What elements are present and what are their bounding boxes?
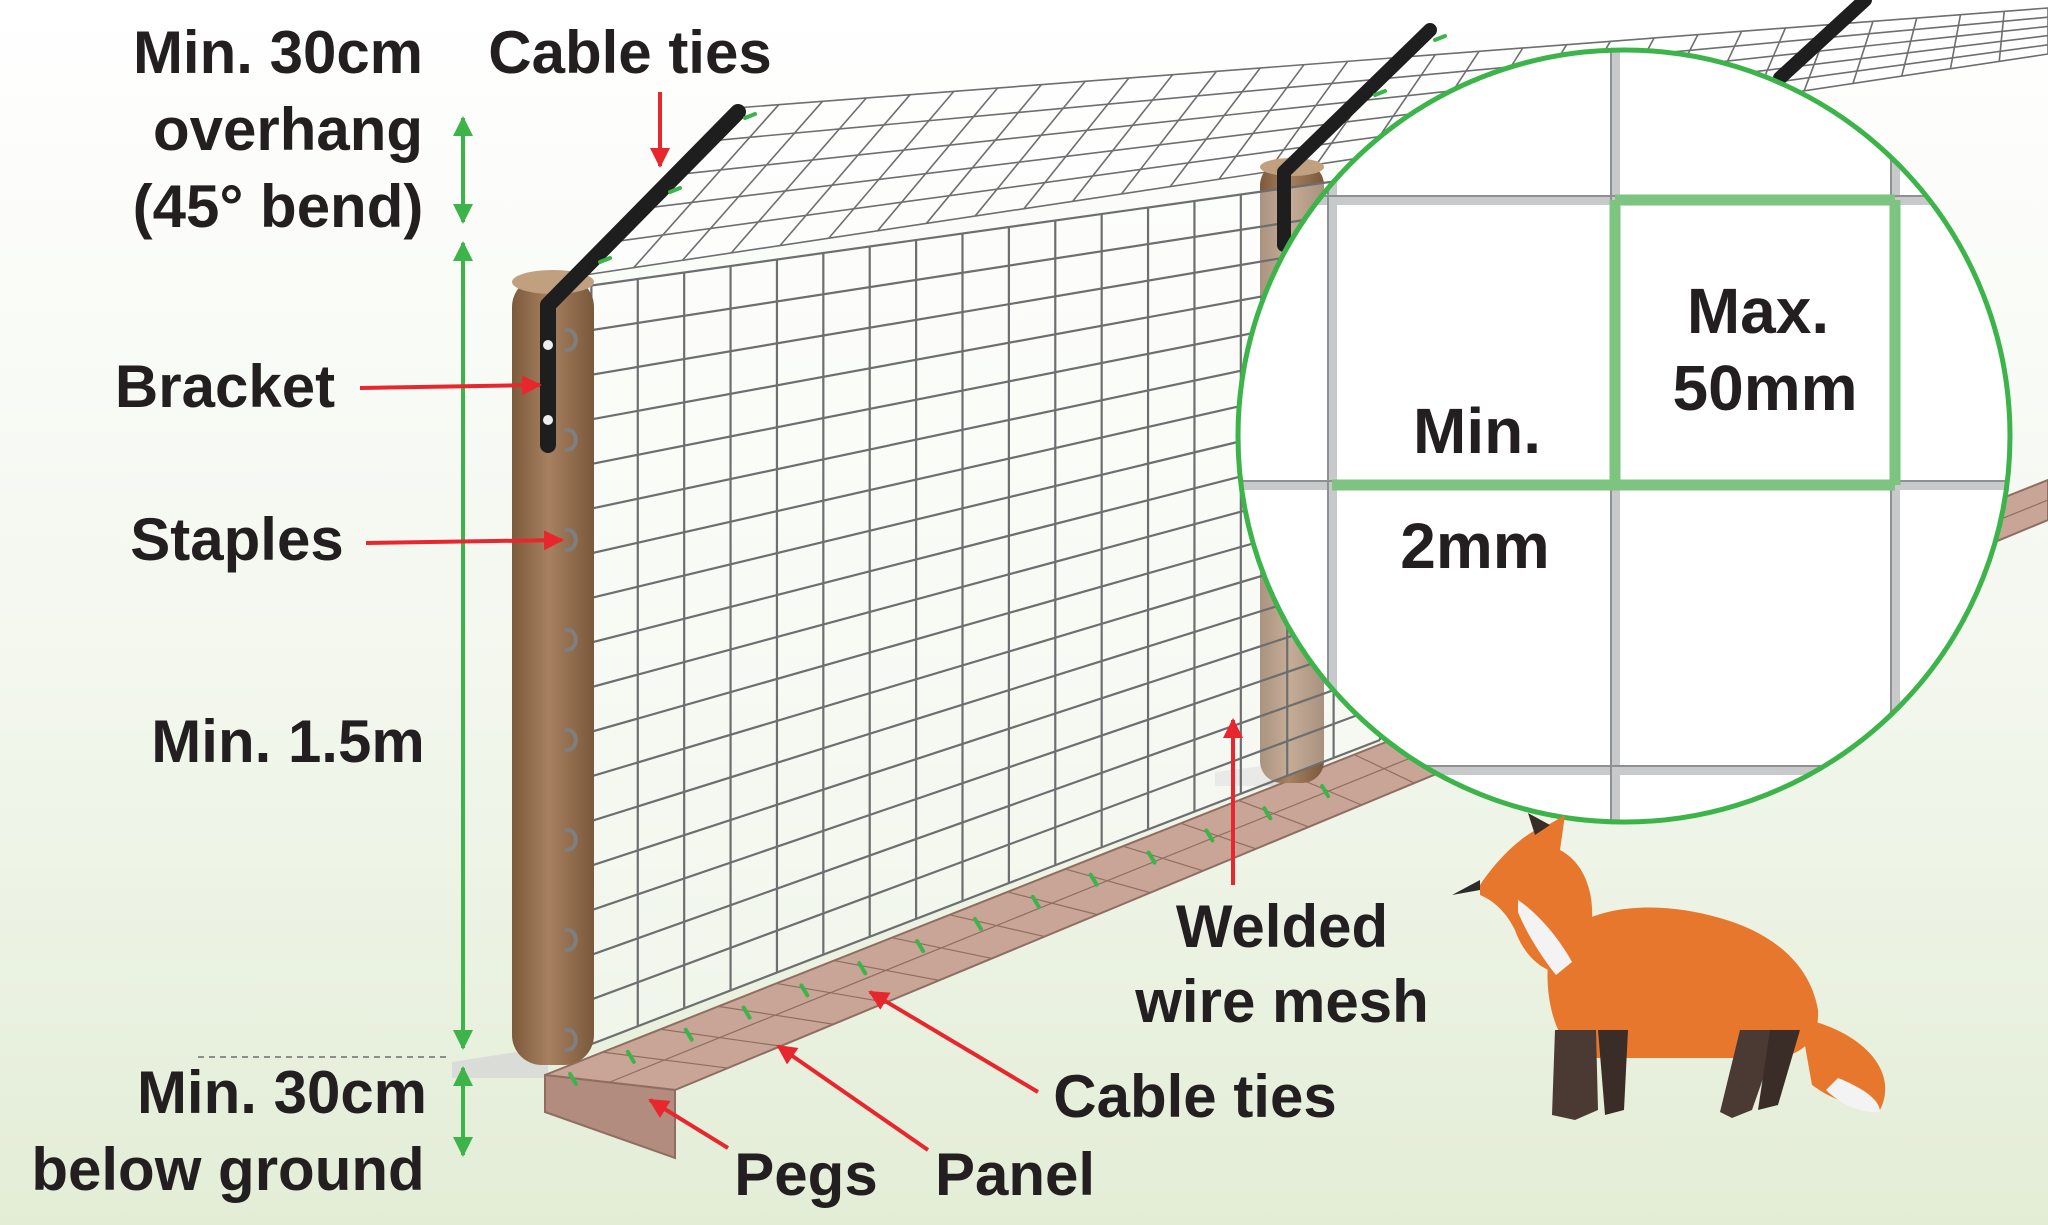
cable-tie [915,939,926,954]
callout-arrows [359,92,1243,1152]
overhang-cross-wire [1949,14,1962,69]
cable-tie [568,1072,578,1086]
cable-ties-top-label: Cable ties [488,19,771,86]
mesh-horizontal-wire [544,240,1381,384]
mesh-horizontal-wire [544,738,1381,1064]
cable-tie [743,112,757,120]
inset-highlight-cell [1332,194,1901,491]
overhang-cross-wire [1072,74,1174,202]
mesh-horizontal-wire [544,639,1381,928]
mesh-horizontal-wire [544,207,1381,339]
staple [564,427,578,452]
cable-tie [598,256,612,264]
cable-tie [799,983,810,998]
panel-cross-wire [544,1074,676,1091]
below-ground-label-1: Min. 30cm [137,1059,427,1126]
cable-tie [625,1049,636,1064]
mesh-horizontal-wire [544,306,1381,475]
cable-tie [1262,806,1273,821]
inset-max-label-1: Max. [1687,275,1829,347]
staple [564,1027,578,1052]
staple [564,527,578,552]
staple [564,727,578,752]
overhang-cross-wire [1267,60,1349,173]
height-label: Min. 1.5m [151,708,424,775]
overhang-cross-wire [1120,70,1218,195]
welded-mesh-label-2: wire mesh [1134,968,1428,1035]
mesh-horizontal-wire [544,572,1381,837]
pegs-label: Pegs [734,1141,877,1208]
cable-tie [1146,850,1157,865]
panel-label: Panel [935,1141,1095,1208]
cable-tie [973,917,983,931]
overhang-long-wire [614,44,2048,243]
bracket-arrow [359,375,542,396]
pegs-arrow [648,1098,730,1150]
cable-tie [683,1027,694,1042]
overhang-cross-wire [681,100,824,261]
staples-label: Staples [130,506,343,573]
cable-tie [1030,894,1041,909]
inset-min-label-2: 2mm [1400,510,1549,582]
cable-tie [857,961,868,976]
overhang-cross-wire [974,80,1086,217]
staple [564,927,578,952]
overhang-cross-wire [730,97,867,254]
cable-tie [668,186,682,194]
overhang-cross-wire [828,90,955,239]
inset-min-label-1: Min. [1413,395,1541,467]
cable-ties-bottom-label: Cable ties [1053,1063,1336,1130]
below-ground-label-2: below ground [31,1136,424,1203]
inset-ring [1235,47,2013,825]
mesh-horizontal-wire [544,705,1381,1018]
cable-tie [741,1005,752,1020]
overhang-cross-wire [1169,67,1261,188]
cable-ties [568,34,1447,1086]
mesh-horizontal-wire [544,539,1381,792]
cable-tie [1320,784,1331,799]
labels: Min. 30cm overhang (45° bend) Cable ties… [31,19,1428,1208]
mesh-horizontal-wire [544,173,1381,294]
mesh-horizontal-wire [544,606,1381,882]
overhang-cross-wire [1998,11,2006,62]
cable-tie [1088,872,1099,887]
cable-ties-bottom-arrow [868,990,1040,1094]
bracket-label: Bracket [115,353,335,420]
overhang-cross-wire [1023,77,1130,210]
overhang-cross-wire [925,84,1042,224]
welded-mesh-label-1: Welded [1176,893,1388,960]
mesh-detail-inset: Max. 50mm Min. 2mm [1235,47,2013,825]
cable-tie [1433,34,1447,42]
bracket-back [1277,23,1437,252]
mesh-horizontal-wire [544,340,1381,520]
mesh-horizontal-wire [544,273,1381,429]
cable-tie [1373,89,1387,97]
staples [564,327,578,1052]
overhang-cross-wire [876,87,999,232]
overhang-cross-wire [633,104,780,269]
overhang-label-2: overhang [153,96,423,163]
inset-max-label-2: 50mm [1673,352,1858,424]
overhang-cross-wire [1852,21,1874,84]
staple [564,827,578,852]
panel-arrow [776,1044,930,1152]
staples-arrow [365,530,564,551]
overhang-cross-wire [1900,17,1918,77]
mesh-horizontal-wire [544,506,1381,746]
bracket-far [1773,0,1872,85]
fox-illustration [1452,813,1886,1120]
bracket-front [540,104,746,453]
mesh-horizontal-wire [544,473,1381,701]
staple [564,327,578,352]
staple [564,627,578,652]
overhang-cross-wire [1218,64,1305,180]
cable-tie [1204,828,1215,843]
overhang-label-1: Min. 30cm [133,19,423,86]
overhang-cross-wire [779,94,911,247]
overhang-label-3: (45° bend) [133,173,424,240]
overhang-long-wire [644,34,2048,209]
